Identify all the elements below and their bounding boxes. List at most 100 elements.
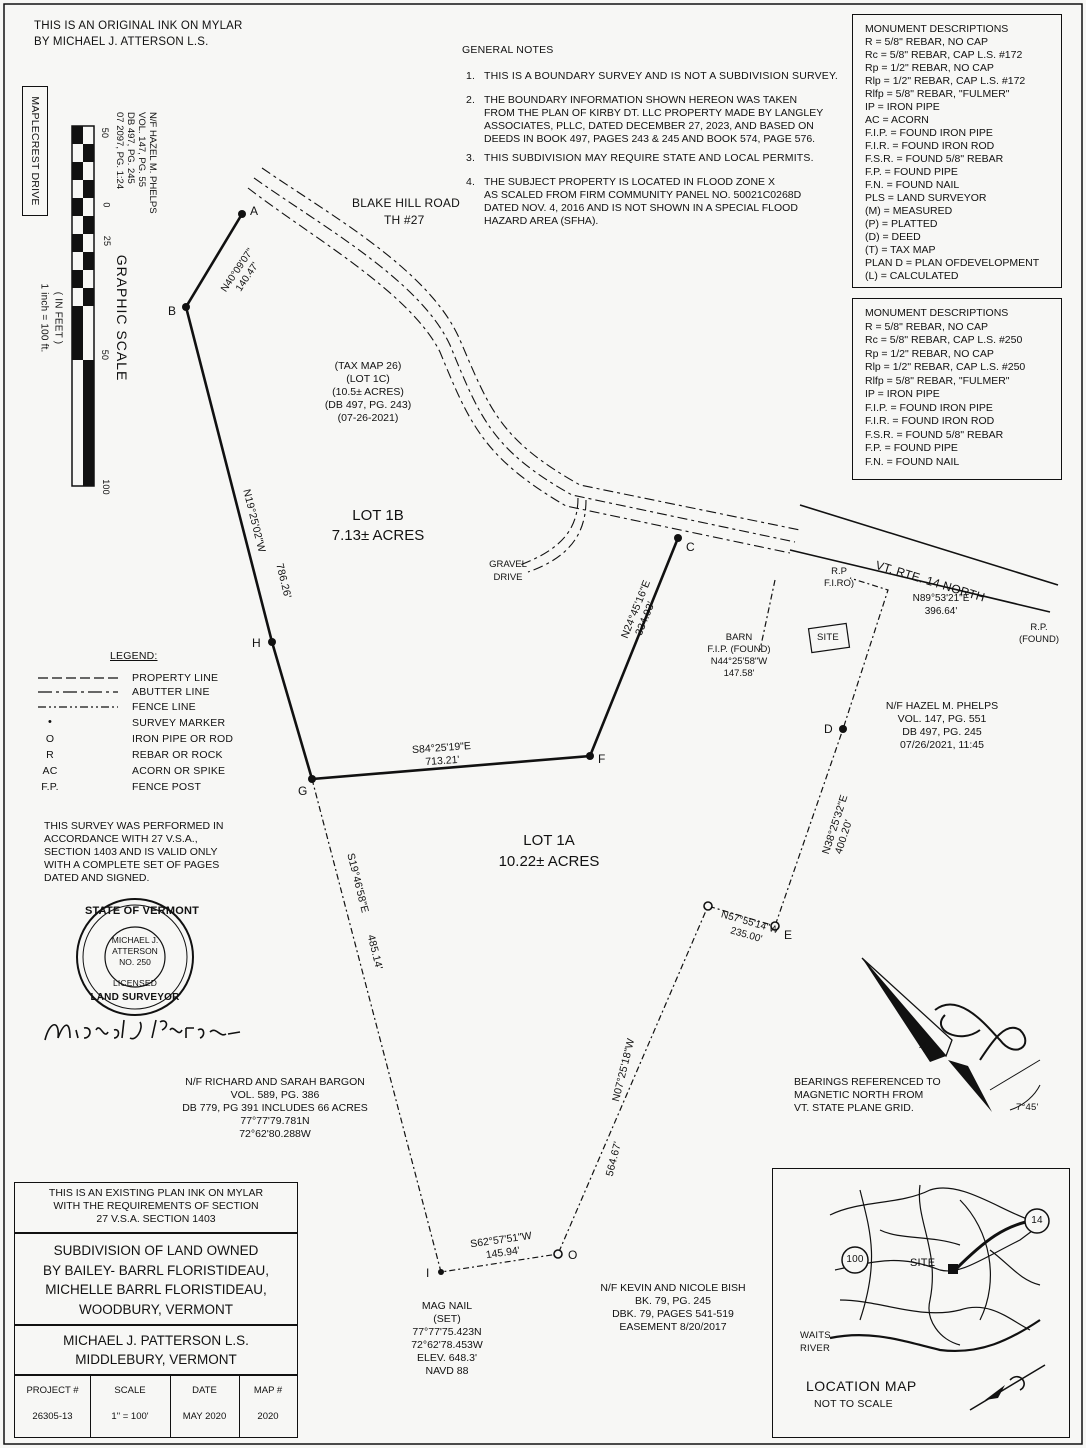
legend-label: ABUTTER LINE	[132, 686, 210, 698]
bish-line: EASEMENT 8/20/2017	[619, 1321, 727, 1333]
monument-box-2: MONUMENT DESCRIPTIONS R = 5/8" REBAR, NO…	[852, 298, 1062, 480]
maplecrest-label: MAPLECREST DRIVE	[29, 96, 41, 206]
legend-symbol: O	[45, 733, 55, 745]
legend-symbol: AC	[42, 765, 58, 777]
surveyor-line: MICHAEL J. PATTERSON L.S.	[63, 1333, 249, 1348]
abutter-nw-line: DB 497, PG. 245	[125, 112, 136, 184]
lot-1b-area: 7.13± ACRES	[331, 527, 425, 544]
title-line: BY BAILEY- BARRL FLORISTIDEAU,	[42, 1262, 270, 1278]
site-box	[807, 622, 851, 654]
location-site-marker	[948, 1264, 958, 1274]
bearing-rp-text: N89°53'21"E	[912, 593, 970, 604]
lot-1a-label: LOT 1A 10.22± ACRES	[484, 830, 614, 872]
note-line: HAZARD AREA (SFHA).	[484, 215, 599, 227]
barn-line: F.I.P. (FOUND)	[707, 644, 771, 655]
gravel-drive-label: GRAVEL DRIVE	[480, 558, 536, 584]
maplecrest-box: MAPLECREST DRIVE	[22, 86, 48, 216]
surveyor-box: MICHAEL J. PATTERSON L.S. MIDDLEBURY, VE…	[14, 1324, 298, 1376]
monument-list-1: MONUMENT DESCRIPTIONS R = 5/8" REBAR, NO…	[865, 23, 1039, 283]
general-notes-title: GENERAL NOTES	[462, 44, 554, 56]
location-north-arrow-icon	[969, 1364, 1046, 1411]
abutter-east-line: 07/26/2021, 11:45	[900, 739, 984, 751]
river-label-2: RIVER	[800, 1343, 831, 1354]
legend-label: FENCE POST	[132, 781, 202, 793]
title-box: SUBDIVISION OF LAND OWNED BY BAILEY- BAR…	[14, 1232, 298, 1326]
monument-item: F.P. = FOUND PIPE	[865, 166, 958, 178]
bearings-ref-line: VT. STATE PLANE GRID.	[794, 1102, 914, 1114]
rp-found: R.P. (FOUND)	[1012, 622, 1066, 646]
legend-symbol: •	[47, 716, 53, 728]
bearings-ref-line: BEARINGS REFERENCED TO	[794, 1076, 941, 1088]
table-header-map: MAP #	[253, 1385, 283, 1396]
location-map-river	[829, 1319, 1041, 1352]
monument-item: (L) = CALCULATED	[865, 270, 959, 282]
monument-item: F.I.R. = FOUND IRON ROD	[865, 415, 995, 427]
point-i: I	[426, 1266, 430, 1280]
bish-info: N/F KEVIN AND NICOLE BISH BK. 79, PG. 24…	[598, 1282, 748, 1334]
monument-item: (M) = MEASURED	[865, 205, 953, 217]
monument-item: F.N. = FOUND NAIL	[865, 455, 960, 468]
note-line: AS SCALED FROM FIRM COMMUNITY PANEL NO. …	[484, 189, 802, 201]
graphic-scale-title: GRAPHIC SCALE	[114, 254, 130, 382]
route-100-number: 100	[846, 1254, 864, 1265]
cert-line: ACCORDANCE WITH 27 V.S.A.,	[44, 833, 198, 845]
rp-firo-line: F.I.RO)	[823, 578, 855, 589]
barn-line: BARN	[725, 632, 753, 643]
seal-name-2: ATTERSON	[112, 946, 158, 956]
note-num: 1.	[466, 70, 476, 82]
monument-item: F.S.R. = FOUND 5/8" REBAR	[865, 428, 1004, 441]
bish-line: DBK. 79, PAGES 541-519	[612, 1308, 734, 1320]
monument-item: F.I.P. = FOUND IRON PIPE	[865, 127, 993, 139]
surveyor-text: MICHAEL J. PATTERSON L.S. MIDDLEBURY, VE…	[15, 1331, 297, 1369]
point-e: E	[784, 928, 793, 942]
surveyor-seal	[76, 898, 194, 1016]
note-4: THE SUBJECT PROPERTY IS LOCATED IN FLOOD…	[484, 176, 801, 228]
road-number: TH #27	[384, 213, 425, 227]
table-value-date: MAY 2020	[182, 1411, 227, 1422]
bearing-rp: N89°53'21"E 396.64'	[902, 592, 980, 618]
monument-item: PLAN D = PLAN OFDEVELOPMENT	[865, 257, 1040, 269]
monument-item: PLS = LAND SURVEYOR	[865, 192, 987, 204]
cert-line: WITH A COMPLETE SET OF PAGES	[44, 859, 220, 871]
mylar-text: THIS IS AN EXISTING PLAN INK ON MYLAR WI…	[15, 1187, 297, 1226]
legend-label: REBAR OR ROCK	[132, 749, 223, 761]
route-100-shield-icon	[841, 1246, 869, 1274]
table-value-scale: 1" = 100'	[111, 1411, 149, 1422]
cert-line: DATED AND SIGNED.	[44, 872, 150, 884]
mag-nail-line: 72°62'78.453W	[411, 1339, 483, 1351]
location-map-title: LOCATION MAP	[806, 1378, 917, 1394]
monument-item: IP = IRON PIPE	[865, 388, 940, 400]
note-line: FROM THE PLAN OF KIRBY DT. LLC PROPERTY …	[484, 107, 824, 119]
point-b: B	[168, 304, 177, 318]
monument-item: Rlp = 1/2" REBAR, CAP L.S. #250	[865, 361, 1026, 373]
legend-title: LEGEND:	[110, 650, 158, 662]
monument-item: F.I.P. = FOUND IRON PIPE	[865, 401, 993, 414]
site-label: SITE	[817, 632, 839, 643]
location-map	[772, 1168, 1070, 1438]
tax-info-line: (LOT 1C)	[346, 373, 390, 385]
abutter-nw: N/F HAZEL M. PHELPS VOL. 147, PG. 55 DB …	[114, 112, 158, 214]
gravel-drive-line: GRAVEL	[489, 559, 527, 570]
note-line: ASSOCIATES, PLLC, DATED DECEMBER 27, 202…	[484, 120, 814, 132]
abutter-east-line: VOL. 147, PG. 551	[897, 713, 987, 725]
monument-item: Rp = 1/2" REBAR, NO CAP	[865, 62, 994, 74]
route-14-lines	[789, 504, 1059, 613]
location-site-label: SITE	[910, 1257, 936, 1269]
table-value-project: 26305-13	[32, 1411, 73, 1422]
note-line: THIS SUBDIVISION MAY REQUIRE STATE AND L…	[484, 152, 814, 164]
rp-firo-line: R.P	[831, 566, 847, 577]
drawing-border	[3, 3, 1083, 1445]
scale-tick-4: 100	[100, 479, 111, 495]
signature-drawing	[44, 1019, 241, 1041]
monument-title: MONUMENT DESCRIPTIONS	[865, 307, 1009, 319]
monument-list-2: MONUMENT DESCRIPTIONS R = 5/8" REBAR, NO…	[865, 307, 1025, 469]
seal-name-1: MICHAEL J.	[111, 935, 159, 945]
tax-info-line: (TAX MAP 26)	[334, 360, 402, 372]
point-f: F	[598, 752, 606, 766]
legend-symbols	[38, 677, 118, 708]
monument-item: F.P. = FOUND PIPE	[865, 442, 958, 454]
bish-line: N/F KEVIN AND NICOLE BISH	[600, 1282, 746, 1294]
bearing-fg: S84°25'19"E 713.21'	[403, 739, 481, 770]
surveyor-line: MIDDLEBURY, VERMONT	[75, 1352, 237, 1367]
abutter-east-line: N/F HAZEL M. PHELPS	[885, 700, 999, 712]
